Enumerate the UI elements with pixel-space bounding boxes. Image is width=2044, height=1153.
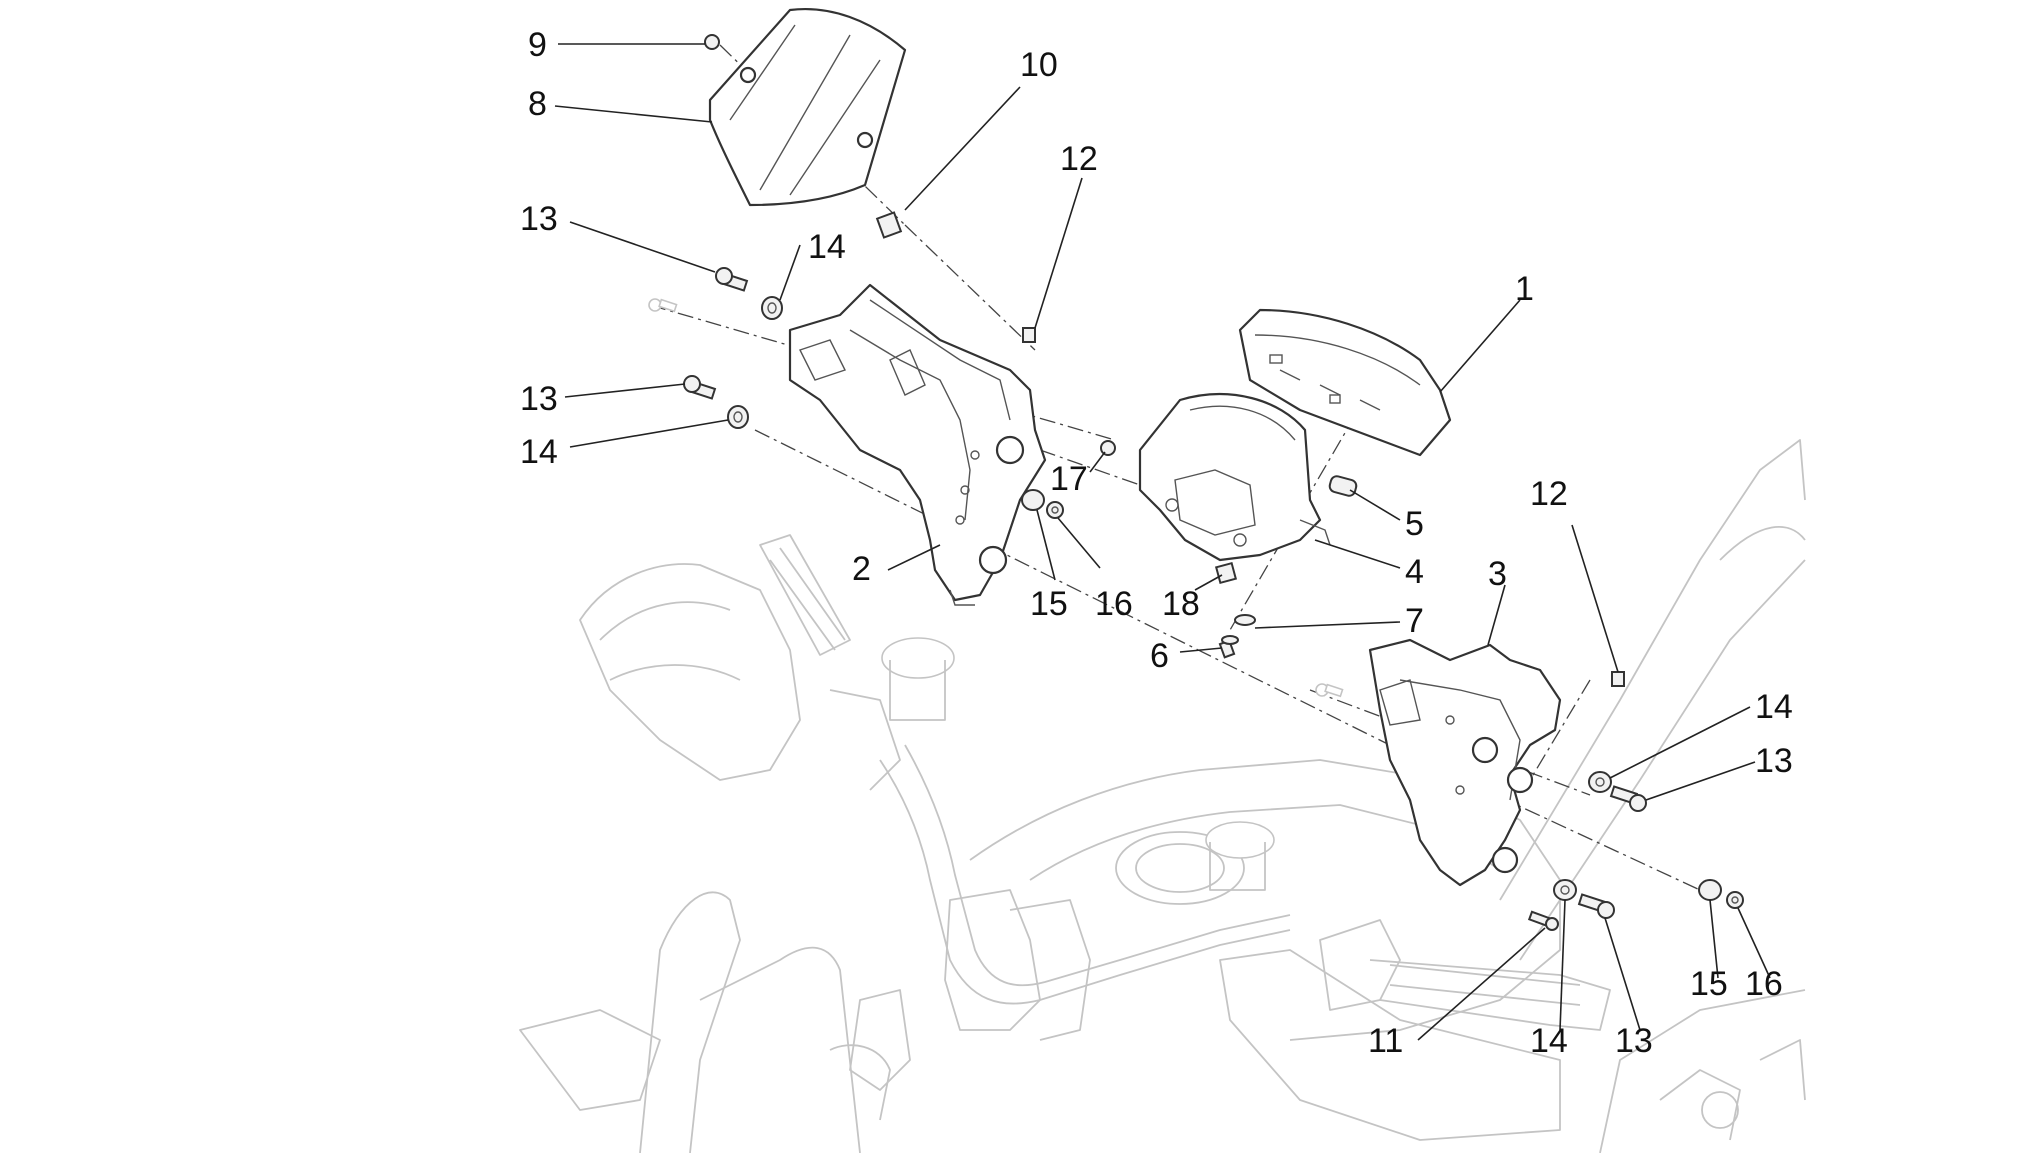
washer-part-14-upper-right — [1588, 771, 1612, 793]
callout-8: 8 — [528, 85, 547, 123]
callout-15-left: 15 — [1030, 585, 1068, 623]
callout-15-right: 15 — [1690, 965, 1728, 1003]
callout-7: 7 — [1405, 602, 1424, 640]
screw-part-11 — [1527, 910, 1559, 931]
washer-part-14-upper-left — [761, 296, 783, 320]
bolt-part-13-lower-right — [1577, 893, 1615, 919]
screw-faint-left — [648, 298, 678, 313]
callout-14-upper-left: 14 — [808, 228, 846, 266]
callout-18: 18 — [1162, 585, 1200, 623]
right-bracket-part — [1368, 638, 1562, 887]
nut-part-16-right — [1726, 891, 1744, 909]
callout-13-upper-left: 13 — [520, 200, 558, 238]
washer-part-7 — [1234, 614, 1256, 626]
callout-13-lower-right: 13 — [1615, 1022, 1653, 1060]
screw-faint-right — [1315, 683, 1344, 698]
washer-part-14-lower-right — [1553, 879, 1577, 901]
callout-4: 4 — [1405, 553, 1424, 591]
callout-16-right: 16 — [1745, 965, 1783, 1003]
callout-6: 6 — [1150, 637, 1169, 675]
leader-lines — [554, 43, 1771, 1041]
clip-part-12-right — [1611, 671, 1625, 687]
grommet-part-15-right — [1698, 879, 1722, 901]
clip-part-18 — [1214, 561, 1238, 585]
left-bracket-part — [788, 283, 1047, 606]
grommet-part-5 — [1328, 475, 1358, 497]
bolt-part-13-lower-left — [683, 375, 717, 400]
callout-14-lower-left: 14 — [520, 433, 558, 471]
bolt-part-13-upper-left — [715, 267, 749, 292]
callout-13-upper-right: 13 — [1755, 742, 1793, 780]
callout-2: 2 — [852, 550, 871, 588]
callout-14-upper-right: 14 — [1755, 688, 1793, 726]
bolt-part-13-upper-right — [1609, 785, 1647, 812]
instrument-housing-part — [1138, 393, 1331, 562]
callout-5: 5 — [1405, 505, 1424, 543]
callout-11: 11 — [1368, 1022, 1403, 1060]
callout-9: 9 — [528, 26, 547, 64]
callout-1: 1 — [1515, 270, 1534, 308]
grommet-part-15-left — [1021, 489, 1045, 511]
callout-17: 17 — [1050, 460, 1088, 498]
windscreen-part — [708, 8, 907, 207]
callout-12-right: 12 — [1530, 475, 1568, 513]
screw-part-17 — [1100, 440, 1116, 456]
nut-part-16-left — [1046, 501, 1064, 519]
motorcycle-outline — [519, 439, 1806, 1153]
clip-part-12-upper — [1022, 327, 1036, 343]
screw-part-9 — [704, 34, 720, 50]
callout-16-left: 16 — [1095, 585, 1133, 623]
callout-13-lower-left: 13 — [520, 380, 558, 418]
callout-labels: 9 8 10 12 13 14 13 14 1 17 5 2 4 15 16 1… — [520, 26, 1793, 1060]
callout-10: 10 — [1020, 46, 1058, 84]
clip-part-10 — [875, 211, 903, 239]
screw-part-6 — [1218, 635, 1239, 659]
callout-14-lower-right: 14 — [1530, 1022, 1568, 1060]
callout-3: 3 — [1488, 555, 1507, 593]
washer-part-14-lower-left — [727, 405, 749, 429]
instrument-cluster-part — [1238, 308, 1452, 457]
callout-12-upper: 12 — [1060, 140, 1098, 178]
